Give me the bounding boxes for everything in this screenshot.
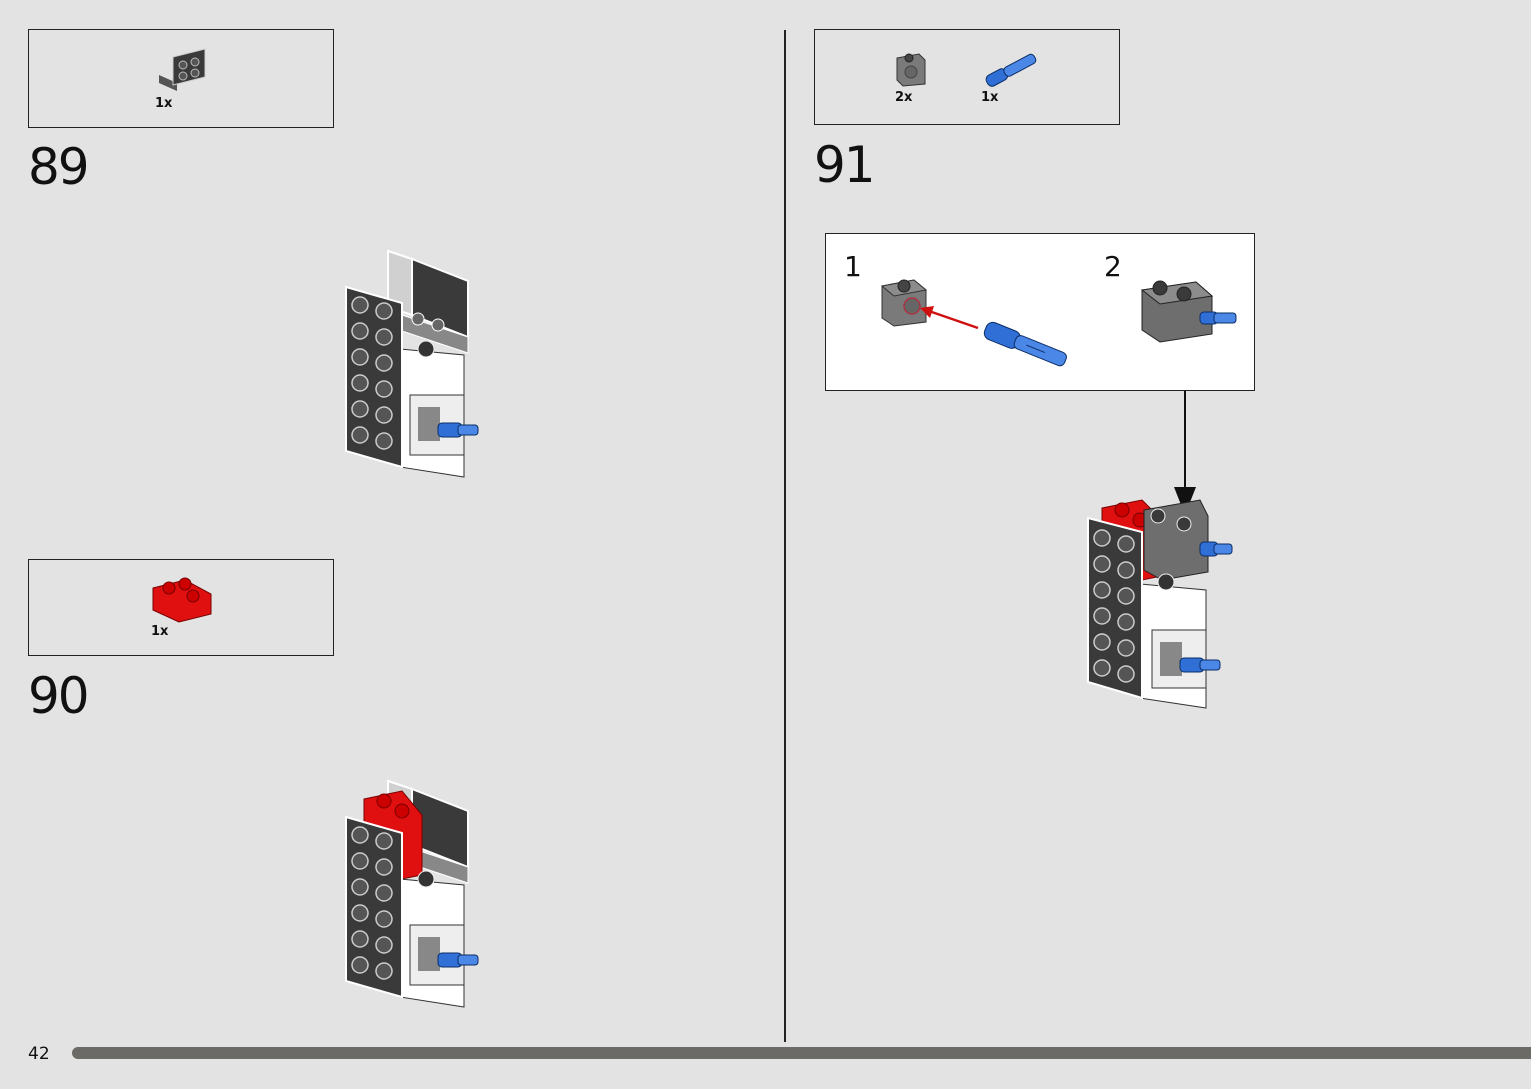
- placement-arrow-icon: [1174, 391, 1196, 515]
- step-number-90: 90: [28, 667, 90, 725]
- substep-2-result: [1140, 280, 1237, 343]
- parts-callout-step-90: 1x: [28, 559, 334, 656]
- build-model-step-89: [345, 249, 479, 478]
- part-qty: 1x: [155, 96, 173, 111]
- part-qty: 2x: [895, 90, 913, 105]
- blue-technic-pin-icon: [985, 53, 1037, 87]
- part-qty: 1x: [151, 624, 169, 639]
- substep-number-2: 2: [1104, 250, 1122, 283]
- substep-number-1: 1: [844, 250, 862, 283]
- gray-technic-brick-icon: [880, 279, 928, 327]
- step-number-89: 89: [28, 138, 90, 196]
- parts-callout-step-91: 2x 1x: [814, 29, 1120, 125]
- dark-gray-angle-plate-icon: [159, 48, 206, 91]
- build-model-step-90: [345, 779, 479, 1008]
- part-qty: 1x: [981, 90, 999, 105]
- page-divider: [784, 30, 786, 1042]
- subassembly-callout: 1 2: [825, 233, 1255, 391]
- insert-arrow-icon: [920, 306, 979, 330]
- step-number-91: 91: [814, 136, 876, 194]
- progress-bar: [72, 1047, 1531, 1059]
- blue-technic-pin-icon: [983, 321, 1067, 367]
- gray-technic-brick-icon: [896, 53, 926, 87]
- build-model-step-91: [1087, 499, 1233, 709]
- red-corner-plate-icon: [152, 577, 212, 623]
- page-number: 42: [28, 1044, 50, 1064]
- parts-callout-step-89: 1x: [28, 29, 334, 128]
